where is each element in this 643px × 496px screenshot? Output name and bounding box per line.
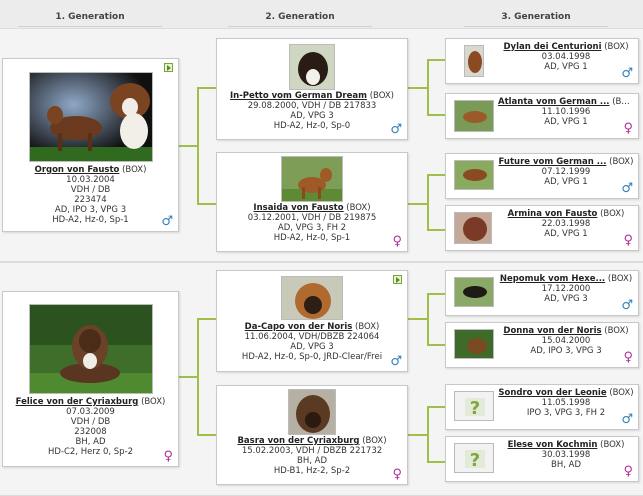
- connector-line: [427, 229, 445, 231]
- dog-card-gen1-sire[interactable]: Orgon von Fausto (BOX) 10.03.2004 VDH / …: [2, 58, 179, 232]
- dog-card-gen2[interactable]: In-Petto vom German Dream (BOX) 29.08.20…: [216, 38, 408, 140]
- dog-photo[interactable]: [28, 304, 153, 394]
- dog-photo[interactable]: [454, 277, 494, 307]
- dog-name-link[interactable]: Donna von der Noris: [503, 326, 602, 336]
- dog-card-gen3[interactable]: Future vom German ... (BOX) 07.12.1999 A…: [445, 153, 639, 199]
- connector-line: [427, 461, 445, 463]
- dog-name-link[interactable]: Felice von der Cyriaxburg: [15, 397, 139, 407]
- question-mark-icon: ?: [454, 391, 494, 421]
- dog-name-link[interactable]: Nepomuk vom Hexe...: [499, 274, 606, 284]
- dog-name-link[interactable]: Armina von Fausto: [507, 209, 598, 219]
- female-symbol-icon: ♀: [392, 467, 402, 482]
- dog-name-link[interactable]: Dylan dei Centurioni: [503, 42, 602, 52]
- connector-line: [427, 59, 429, 116]
- dog-photo[interactable]: [454, 160, 494, 190]
- connector-line: [427, 174, 445, 176]
- dog-name-link[interactable]: Sondro von der Leonie: [498, 388, 607, 398]
- question-mark-icon: ?: [454, 443, 494, 473]
- play-video-icon[interactable]: [164, 63, 173, 72]
- connector-line: [427, 293, 429, 346]
- dog-name-link[interactable]: Basra von der Cyriaxburg: [237, 436, 360, 446]
- dog-card-gen3[interactable]: ? Elese von Kochmin (BOX) 30.03.1998 BH,…: [445, 436, 639, 482]
- gen-header-2: 2. Generation: [265, 12, 335, 22]
- connector-line: [197, 87, 216, 89]
- dog-photo[interactable]: [464, 45, 484, 77]
- gen-divider: [464, 26, 608, 27]
- connector-line: [407, 434, 428, 436]
- dog-card-gen3[interactable]: Dylan dei Centurioni (BOX) 03.04.1998 AD…: [445, 38, 639, 84]
- dog-name-link[interactable]: Insaida von Fausto: [253, 203, 344, 213]
- dog-card-gen3[interactable]: Donna von der Noris (BOX) 15.04.2000 AD,…: [445, 322, 639, 368]
- connector-line: [427, 406, 445, 408]
- connector-line: [407, 318, 428, 320]
- dog-name-link[interactable]: Da-Capo von der Noris: [244, 322, 353, 332]
- connector-line: [427, 293, 445, 295]
- dog-name-link[interactable]: Orgon von Fausto: [34, 165, 120, 175]
- gen-header-3: 3. Generation: [501, 12, 571, 22]
- connector-line: [179, 145, 198, 147]
- male-symbol-icon: ♂: [621, 66, 633, 81]
- connector-line: [197, 87, 199, 204]
- dog-name-link[interactable]: In-Petto vom German Dream: [229, 91, 367, 101]
- dog-name-link[interactable]: Atlanta vom German ...: [498, 97, 610, 107]
- connector-line: [197, 318, 199, 435]
- dog-photo[interactable]: [454, 212, 492, 244]
- dog-photo[interactable]: [454, 100, 494, 132]
- female-symbol-icon: ♀: [623, 350, 633, 365]
- connector-line: [407, 87, 428, 89]
- male-symbol-icon: ♂: [621, 181, 633, 196]
- gen-divider: [18, 26, 162, 27]
- dog-photo[interactable]: [288, 389, 336, 435]
- dog-name-link[interactable]: Elese von Kochmin: [507, 440, 598, 450]
- female-symbol-icon: ♀: [163, 449, 173, 464]
- dog-card-gen2[interactable]: Basra von der Cyriaxburg (BOX) 15.02.200…: [216, 385, 408, 485]
- dog-card-gen3[interactable]: Armina von Fausto (BOX) 22.03.1998 AD, V…: [445, 205, 639, 251]
- male-symbol-icon: ♂: [390, 122, 402, 137]
- male-symbol-icon: ♂: [161, 214, 173, 229]
- connector-line: [197, 318, 216, 320]
- female-symbol-icon: ♀: [623, 121, 633, 136]
- connector-line: [427, 406, 429, 463]
- dog-photo[interactable]: [289, 44, 335, 90]
- dog-card-gen2[interactable]: Insaida von Fausto (BOX) 03.12.2001, VDH…: [216, 152, 408, 252]
- dog-photo[interactable]: [454, 329, 494, 359]
- female-symbol-icon: ♀: [623, 233, 633, 248]
- dog-photo[interactable]: [28, 72, 153, 162]
- male-symbol-icon: ♂: [621, 412, 633, 427]
- male-symbol-icon: ♂: [390, 354, 402, 369]
- dog-card-gen3[interactable]: ? Sondro von der Leonie (BOX) 11.05.1998…: [445, 384, 639, 430]
- connector-line: [427, 344, 445, 346]
- male-symbol-icon: ♂: [621, 298, 633, 313]
- connector-line: [179, 376, 198, 378]
- connector-line: [197, 203, 216, 205]
- dog-card-gen3[interactable]: Atlanta vom German ... (BOX) 11.10.1996 …: [445, 93, 639, 139]
- connector-line: [427, 174, 429, 231]
- dog-photo[interactable]: [281, 156, 343, 202]
- dog-name-link[interactable]: Future vom German ...: [498, 157, 607, 167]
- gen-divider: [228, 26, 372, 27]
- connector-line: [407, 203, 428, 205]
- dog-card-gen2[interactable]: Da-Capo von der Noris (BOX) 11.06.2004, …: [216, 270, 408, 372]
- dog-card-gen3[interactable]: Nepomuk vom Hexe... (BOX) 17.12.2000 AD,…: [445, 270, 639, 316]
- connector-line: [427, 114, 445, 116]
- dog-photo[interactable]: [281, 276, 343, 320]
- female-symbol-icon: ♀: [623, 464, 633, 479]
- gen-header-1: 1. Generation: [55, 12, 125, 22]
- play-video-icon[interactable]: [393, 275, 402, 284]
- connector-line: [197, 434, 216, 436]
- connector-line: [427, 59, 445, 61]
- svg-text:?: ?: [470, 450, 480, 471]
- dog-card-gen1-dam[interactable]: Felice von der Cyriaxburg (BOX) 07.03.20…: [2, 291, 179, 467]
- svg-text:?: ?: [470, 398, 480, 419]
- female-symbol-icon: ♀: [392, 234, 402, 249]
